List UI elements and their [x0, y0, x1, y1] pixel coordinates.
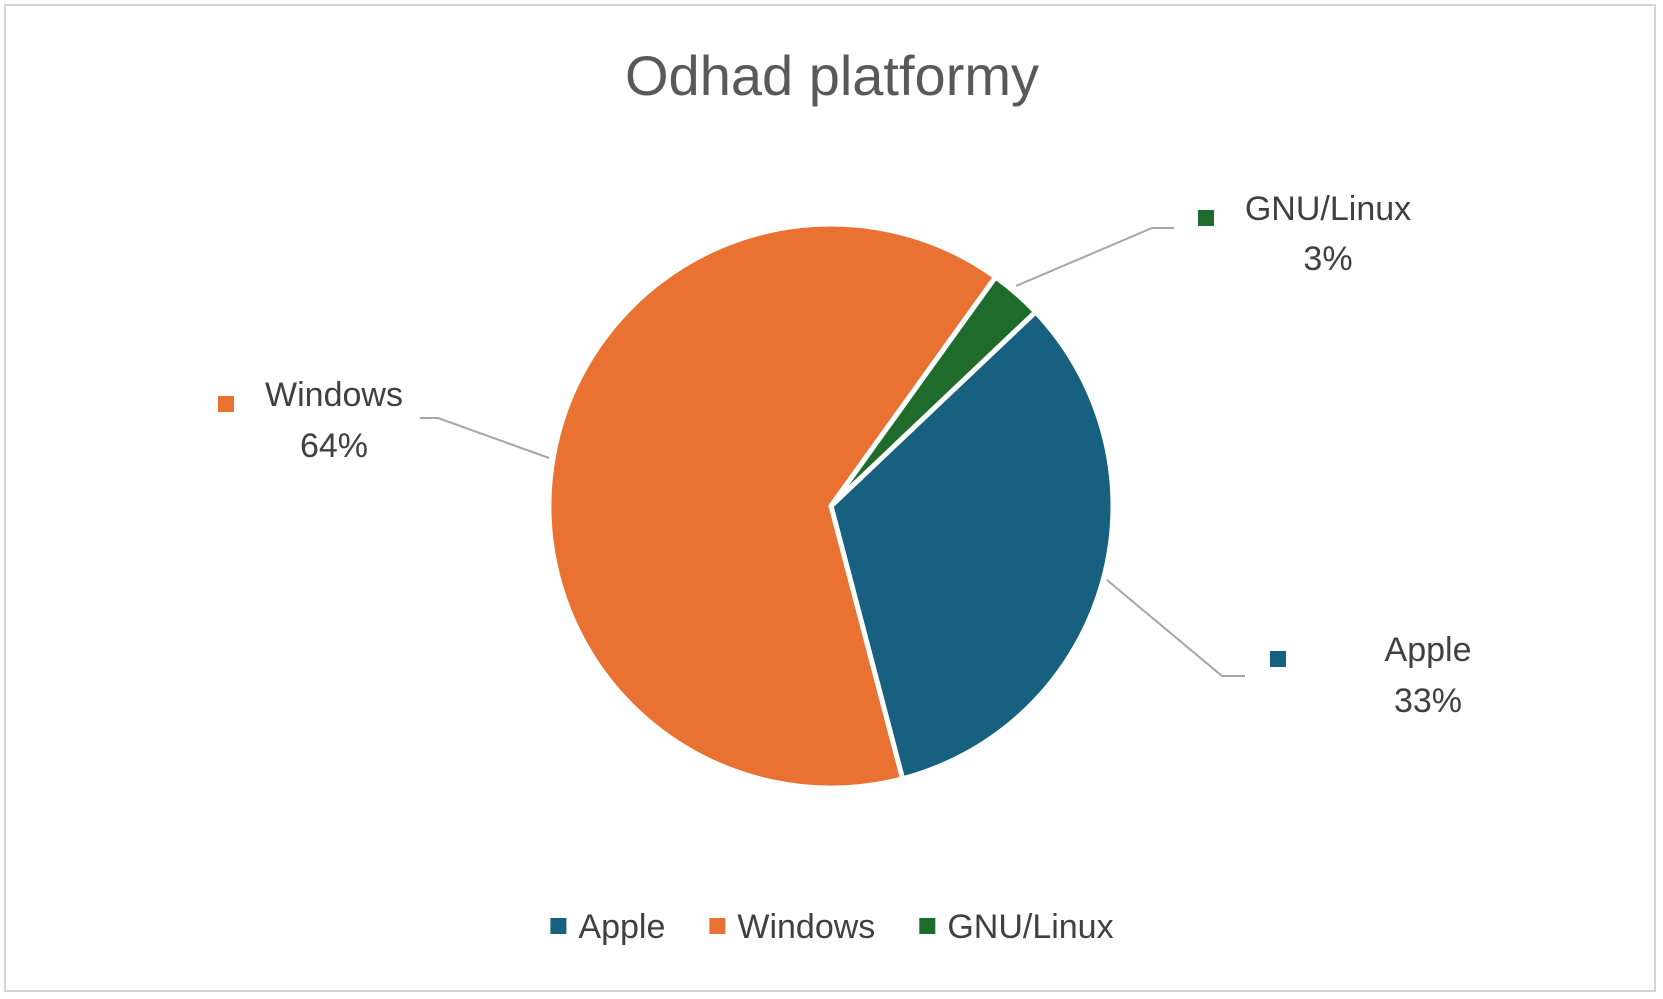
chart-title: Odhad platformy [625, 44, 1039, 107]
data-label-value-windows: 64% [300, 427, 368, 465]
data-label-name-gnu-linux: GNU/Linux [1245, 190, 1411, 228]
leader-lines [420, 227, 1245, 677]
legend-label-gnu-linux: GNU/Linux [947, 908, 1113, 946]
leader-line-gnu-linux [1015, 227, 1174, 287]
data-label-name-apple: Apple [1385, 631, 1472, 669]
legend-marker-gnu-linux [919, 918, 936, 934]
legend: Apple Windows GNU/Linux [550, 908, 1114, 946]
data-labels: Apple 33% Windows 64% GNU/Linux 3% [218, 190, 1471, 720]
leader-line-apple [1106, 579, 1245, 677]
legend-label-windows: Windows [737, 908, 875, 946]
label-marker-gnu-linux [1198, 210, 1214, 226]
data-label-value-apple: 33% [1394, 682, 1462, 720]
pie-slices [546, 221, 1116, 791]
pie-slice-apple [828, 309, 1116, 782]
legend-marker-apple [550, 918, 567, 934]
legend-marker-windows [709, 918, 726, 934]
label-marker-windows [218, 396, 234, 412]
pie-slice-gnu-linux [828, 274, 1039, 509]
data-label-value-gnu-linux: 3% [1303, 240, 1352, 278]
legend-label-apple: Apple [578, 908, 665, 946]
pie-slice-windows [546, 221, 999, 791]
leader-line-windows [420, 417, 550, 459]
label-marker-apple [1270, 651, 1286, 667]
data-label-name-windows: Windows [265, 376, 403, 414]
